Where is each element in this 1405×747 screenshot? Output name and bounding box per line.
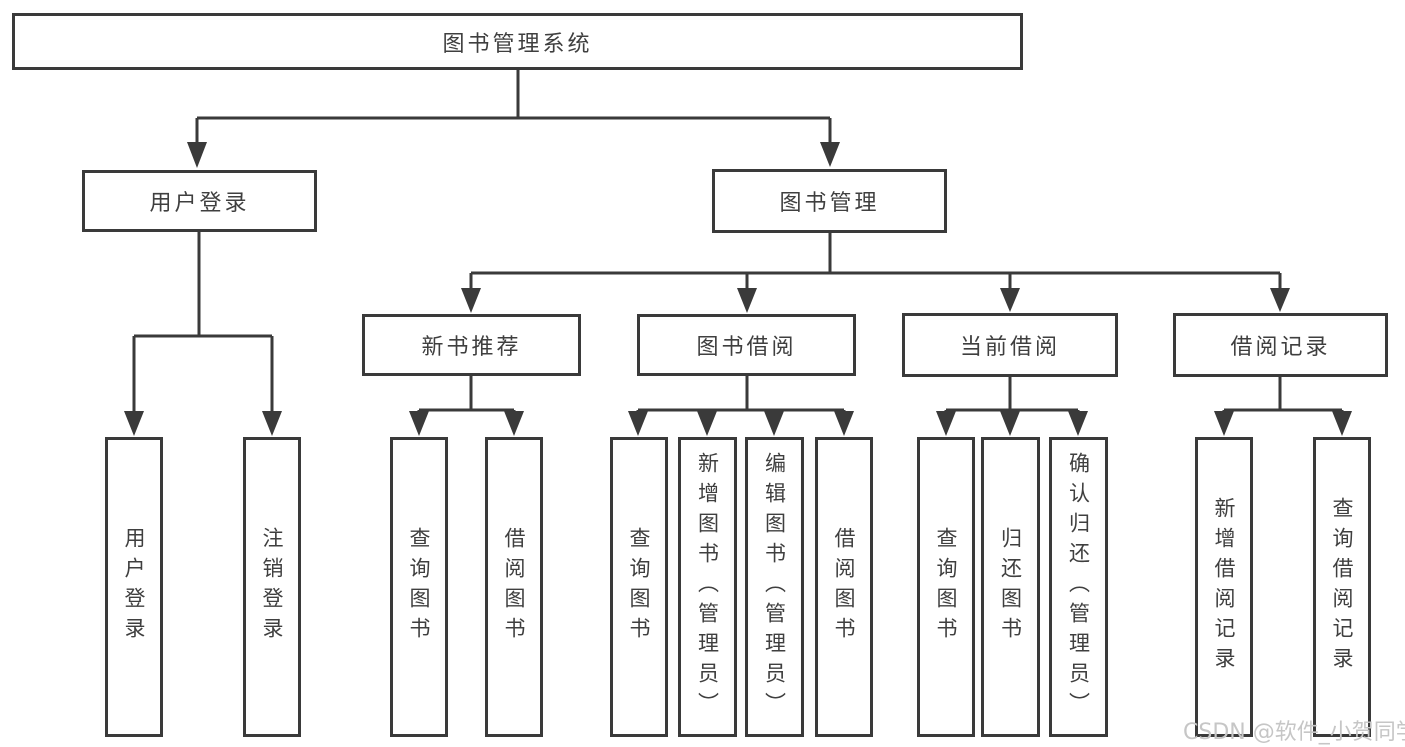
node-borrow-record: 借阅记录 xyxy=(1173,313,1388,377)
arrowhead-leaf-borrow-book-bb xyxy=(834,411,854,436)
leaf-query-book-bb: 查询图书 xyxy=(610,437,668,737)
node-user-login: 用户登录 xyxy=(82,170,317,232)
leaf-confirm-return-admin: 确认归还（管理员） xyxy=(1049,437,1108,737)
leaf-logout: 注销登录 xyxy=(243,437,301,737)
node-book-mgmt: 图书管理 xyxy=(712,169,947,233)
arrowhead-borrow-record xyxy=(1270,288,1290,312)
arrowhead-leaf-return-book xyxy=(1000,411,1020,436)
node-library-system-label: 图书管理系统 xyxy=(442,31,593,57)
connector-root xyxy=(187,70,840,168)
node-book-borrow: 图书借阅 xyxy=(637,314,856,376)
arrowhead-current-borrow xyxy=(1000,288,1020,312)
connector-new-book-rec xyxy=(409,376,524,436)
connector-user-login-lines xyxy=(132,232,274,412)
leaf-confirm-return-admin-label: 确认归还（管理员） xyxy=(1066,452,1091,722)
connector-new-book-rec-lines xyxy=(417,376,516,412)
csdn-watermark: CSDN @软件_小贺同学 xyxy=(1183,720,1405,745)
node-current-borrow-label: 当前借阅 xyxy=(959,335,1060,360)
arrowhead-leaf-logout xyxy=(262,411,282,436)
leaf-borrow-book-bb: 借阅图书 xyxy=(815,437,873,737)
leaf-add-book-admin-label: 新增图书（管理员） xyxy=(695,452,720,722)
arrowhead-leaf-add-book xyxy=(697,411,717,436)
arrowhead-leaf-query-book-cb xyxy=(936,411,956,436)
arrowhead-leaf-query-record xyxy=(1332,411,1352,436)
connector-root-lines xyxy=(195,70,832,146)
leaf-add-borrow-record: 新增借阅记录 xyxy=(1195,437,1253,737)
arrowhead-user-login xyxy=(187,142,207,168)
node-library-system: 图书管理系统 xyxy=(12,13,1023,70)
leaf-return-book-label: 归还图书 xyxy=(998,527,1023,647)
leaf-add-borrow-record-label: 新增借阅记录 xyxy=(1212,497,1236,677)
leaf-borrow-book-rec-label: 借阅图书 xyxy=(502,527,526,647)
connector-borrow-record xyxy=(1214,377,1352,436)
arrowhead-leaf-confirm-return xyxy=(1068,411,1088,436)
leaf-query-borrow-record-label: 查询借阅记录 xyxy=(1330,497,1354,677)
leaf-edit-book-admin: 编辑图书（管理员） xyxy=(745,437,804,737)
leaf-query-book-bb-label: 查询图书 xyxy=(627,527,651,647)
leaf-query-borrow-record: 查询借阅记录 xyxy=(1313,437,1371,737)
leaf-query-book-rec: 查询图书 xyxy=(390,437,448,737)
leaf-add-book-admin: 新增图书（管理员） xyxy=(678,437,737,737)
node-new-book-rec-label: 新书推荐 xyxy=(421,335,522,360)
node-borrow-record-label: 借阅记录 xyxy=(1230,335,1331,360)
connector-book-mgmt xyxy=(461,233,1290,313)
connector-book-mgmt-lines xyxy=(469,233,1282,290)
leaf-logout-label: 注销登录 xyxy=(260,527,284,647)
leaf-user-login: 用户登录 xyxy=(105,437,163,737)
leaf-borrow-book-bb-label: 借阅图书 xyxy=(832,527,856,647)
node-book-borrow-label: 图书借阅 xyxy=(696,335,797,360)
arrowhead-leaf-edit-book xyxy=(764,411,784,436)
node-current-borrow: 当前借阅 xyxy=(902,313,1118,377)
arrowhead-leaf-query-book-bb xyxy=(628,411,648,436)
arrowhead-leaf-query-book-rec xyxy=(409,411,429,436)
arrowhead-new-book-rec xyxy=(461,288,481,313)
leaf-query-book-cb: 查询图书 xyxy=(917,437,975,737)
arrowhead-leaf-borrow-book-rec xyxy=(504,411,524,436)
connector-borrow-record-lines xyxy=(1222,377,1344,412)
connector-current-borrow-lines xyxy=(944,377,1080,412)
arrowhead-book-borrow xyxy=(737,288,757,313)
leaf-borrow-book-rec: 借阅图书 xyxy=(485,437,543,737)
leaf-query-book-rec-label: 查询图书 xyxy=(407,527,431,647)
connector-user-login xyxy=(124,232,282,436)
leaf-edit-book-admin-label: 编辑图书（管理员） xyxy=(762,452,787,722)
connector-book-borrow xyxy=(628,376,854,436)
node-new-book-rec: 新书推荐 xyxy=(362,314,581,376)
leaf-return-book: 归还图书 xyxy=(981,437,1040,737)
node-user-login-label: 用户登录 xyxy=(149,191,250,216)
leaf-user-login-label: 用户登录 xyxy=(122,527,146,647)
node-book-mgmt-label: 图书管理 xyxy=(779,191,880,216)
connector-current-borrow xyxy=(936,377,1088,436)
leaf-query-book-cb-label: 查询图书 xyxy=(934,527,958,647)
connector-book-borrow-lines xyxy=(636,376,846,412)
arrowhead-leaf-add-record xyxy=(1214,411,1234,436)
arrowhead-leaf-user-login xyxy=(124,411,144,436)
arrowhead-book-mgmt xyxy=(820,142,840,167)
